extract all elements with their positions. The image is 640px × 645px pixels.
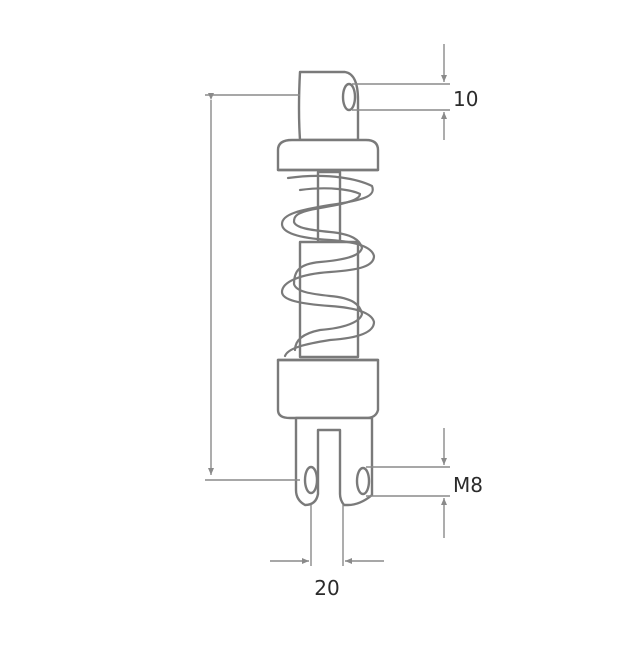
coil-spring — [280, 174, 376, 358]
top-cap — [276, 138, 380, 172]
shock-absorber-body — [276, 70, 380, 507]
lower-housing — [276, 358, 380, 420]
fork-hole-right — [355, 466, 371, 496]
fork-width-label: 20 — [314, 576, 339, 600]
top-eyelet-hole — [341, 82, 357, 112]
dimension-lines — [205, 44, 450, 566]
eye-diameter-label: 10 — [453, 87, 478, 111]
thread-size-label: M8 — [453, 473, 483, 497]
fork-hole-left — [303, 465, 319, 495]
